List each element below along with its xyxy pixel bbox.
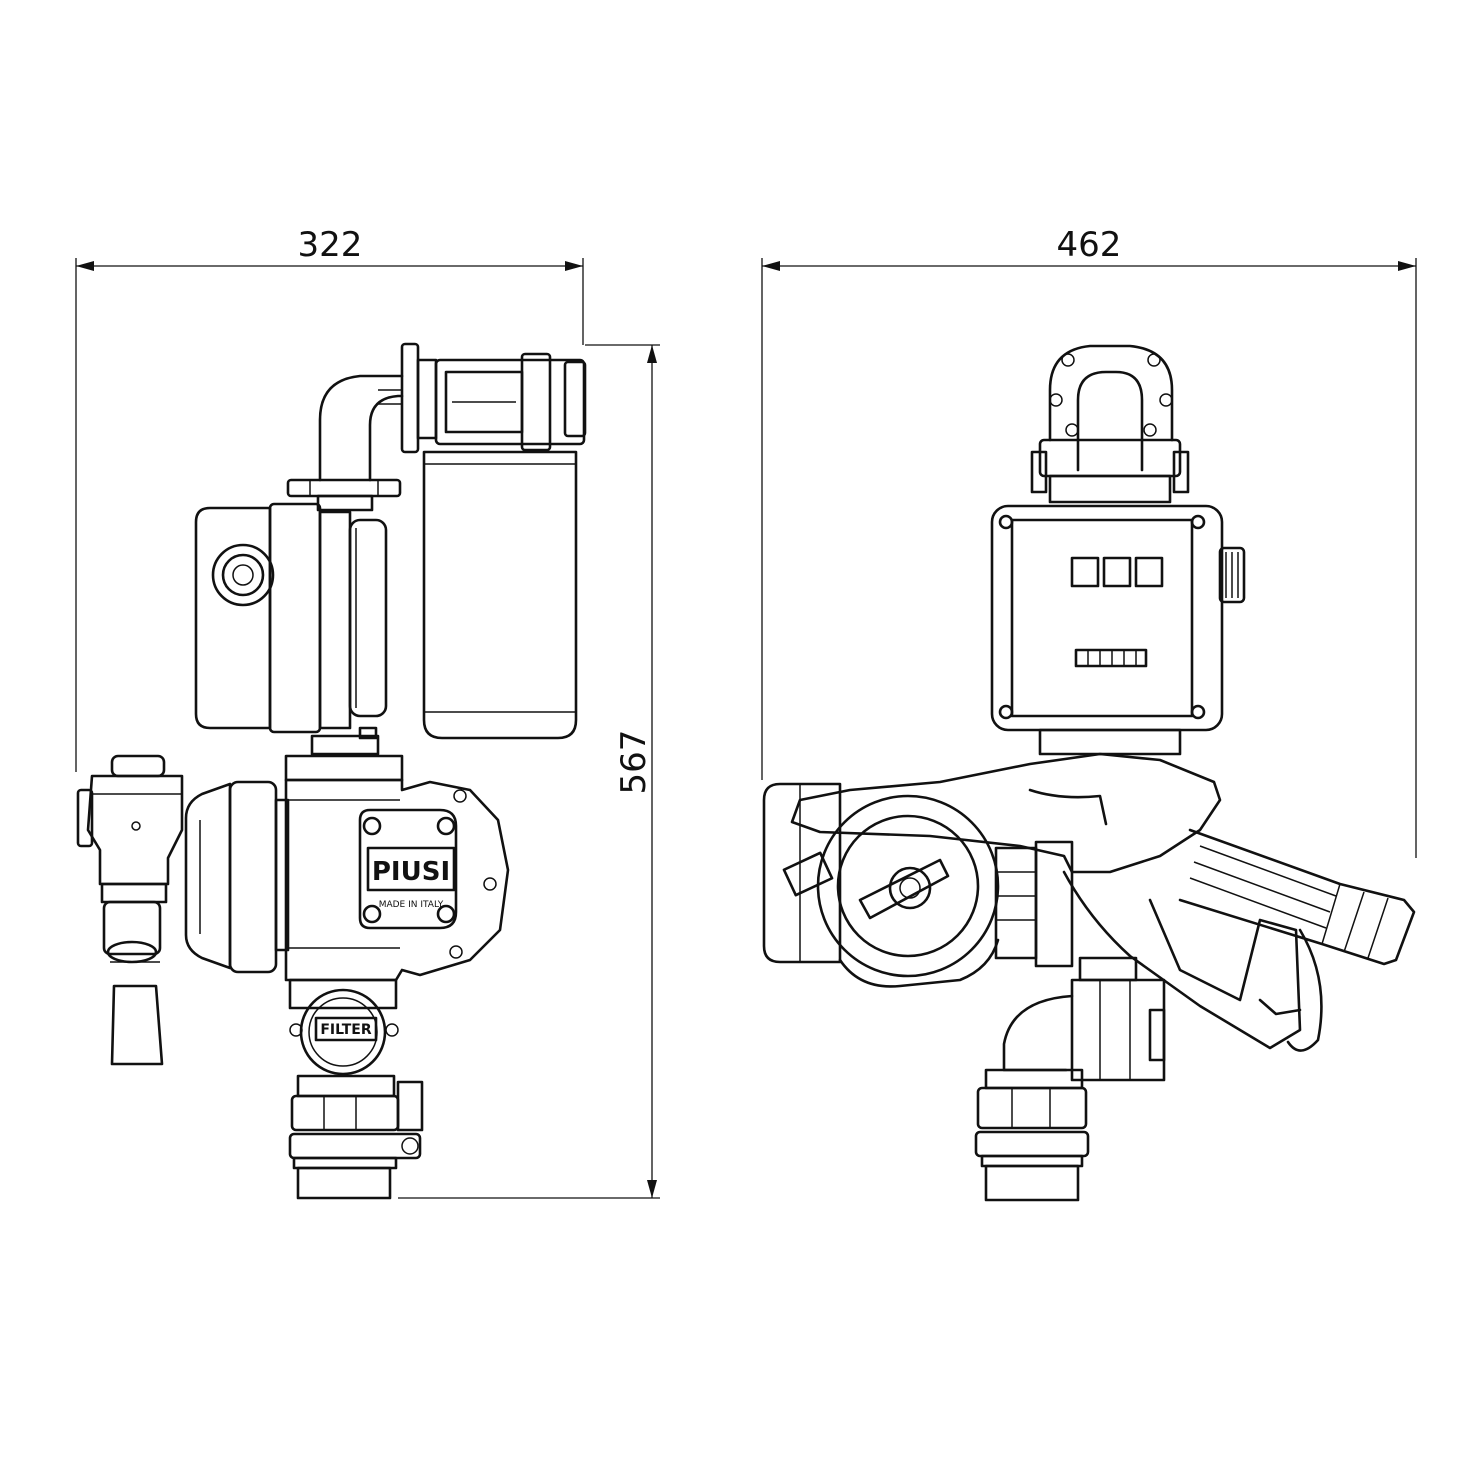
meter-digit-window-1 [1070, 556, 1100, 588]
side-motor-housing [762, 782, 842, 964]
meter-flange [286, 478, 402, 512]
brand-logo: PIUSI [372, 857, 450, 887]
filter-label: FILTER [320, 1022, 371, 1038]
filter-head [434, 352, 587, 452]
meter-totalizer [1074, 648, 1148, 668]
pump-body: PIUSI MADE IN ITALY [284, 754, 510, 982]
meter-box [990, 504, 1246, 756]
dimension-front-width-label: 322 [298, 225, 363, 265]
dimension-height-label: 567 [614, 730, 654, 795]
dimension-side-width-label: 462 [1057, 225, 1122, 265]
side-filter-elbow [1002, 956, 1166, 1082]
outlet-fitting-side [974, 1068, 1090, 1202]
reset-knob [1218, 546, 1246, 604]
inlet-u-flange [1030, 344, 1190, 504]
side-view [762, 344, 1416, 1202]
side-pump-body [782, 794, 1074, 988]
meter-digit-window-3 [1134, 556, 1164, 588]
meter-body [194, 502, 388, 756]
front-view: PIUSI MADE IN ITALY [76, 342, 587, 1200]
outlet-fitting-front [288, 1074, 424, 1200]
dimension-height: 567 [398, 344, 660, 1199]
pump-motor [184, 780, 290, 974]
nozzle-side [790, 752, 1416, 1052]
dimension-side-width: 462 [761, 225, 1417, 858]
dimension-front-width: 322 [75, 225, 584, 772]
meter-digit-window-2 [1102, 556, 1132, 588]
made-in-italy-text: MADE IN ITALY [379, 900, 444, 910]
inlet-elbow-pipe [318, 342, 438, 482]
filter-cartridge [422, 450, 578, 740]
pump-filter-cap: FILTER [288, 978, 399, 1076]
nozzle-front [76, 754, 184, 1066]
